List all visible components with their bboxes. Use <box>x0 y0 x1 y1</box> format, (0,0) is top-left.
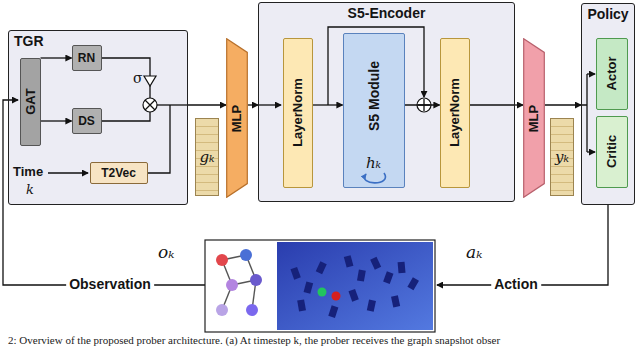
gate-wire <box>149 86 150 98</box>
block-label: MLP <box>527 104 542 131</box>
flow-label: Observation <box>66 276 154 293</box>
ds-block: DS <box>72 108 102 134</box>
scene-object <box>367 299 376 311</box>
output-wire <box>157 104 188 105</box>
scene-object <box>370 257 381 270</box>
block-label: LayerNorm <box>290 78 305 147</box>
scene-object <box>297 299 306 311</box>
feature-vector: yₖ <box>550 118 574 196</box>
flow-arrow <box>545 104 581 105</box>
graph-node <box>216 304 228 316</box>
gate-triangle <box>144 76 156 86</box>
layernorm-block: LayerNorm <box>283 38 313 188</box>
input-wire <box>258 104 281 105</box>
graph-node <box>226 279 238 291</box>
group-fill <box>258 2 515 202</box>
flow-arrow <box>188 104 226 105</box>
group-fill <box>8 30 188 205</box>
scene-object <box>407 277 419 290</box>
figure-caption: 2: Overview of the proposed prober archi… <box>8 334 500 346</box>
actor-head: Actor <box>596 38 628 110</box>
action-arrow <box>437 205 608 285</box>
feature-vector: gₖ <box>195 118 219 196</box>
flow-label: Action <box>491 276 541 293</box>
multiply-symbol <box>143 98 157 112</box>
block-label: Critic <box>604 135 619 168</box>
block-label: MLP <box>230 104 245 131</box>
environment-figure <box>205 240 435 332</box>
environment-frame <box>205 240 435 332</box>
block-label: LayerNorm <box>447 78 462 147</box>
group-title: Policy <box>587 6 629 22</box>
scene-object <box>344 255 354 267</box>
vector-symbol: yₖ <box>555 148 569 166</box>
time-index: k <box>26 182 34 198</box>
scene-object <box>348 289 358 302</box>
group-fills <box>8 2 635 205</box>
scene-object <box>328 305 338 318</box>
block-label: Actor <box>604 57 619 91</box>
vector-symbol: gₖ <box>199 148 214 166</box>
trapezoid-shape <box>227 39 248 198</box>
rn-block: RN <box>72 45 102 71</box>
encoder-group: S5-EncoderLayerNorm S5 Module hₖ LayerNorm <box>258 2 515 202</box>
scene-object <box>316 261 327 274</box>
policy-fork <box>587 151 595 152</box>
multiply-symbol <box>145 100 155 110</box>
s5-module: S5 Module hₖ <box>343 33 405 188</box>
mlp-layer: MLP <box>226 38 248 198</box>
scene-objects <box>290 255 418 318</box>
scene-object <box>383 271 393 284</box>
block-label: DS <box>78 114 95 128</box>
gate-wire <box>102 112 150 121</box>
group-title: S5-Encoder <box>264 5 509 21</box>
recurrence-loop <box>344 171 406 186</box>
graph-node <box>246 304 258 316</box>
signal-name: oₖ <box>158 242 174 262</box>
mlp-layer: MLP <box>523 38 545 198</box>
scene-object <box>290 267 300 280</box>
time-arrow <box>48 172 88 173</box>
block-label: S5 Module <box>366 61 382 131</box>
time-encoder: T2Vec <box>90 162 148 184</box>
state-symbol: hₖ <box>344 154 404 172</box>
graph-node <box>240 249 252 261</box>
flow-arrow <box>41 120 72 121</box>
recurrence-loop <box>364 173 385 183</box>
flow-arrow <box>248 104 258 105</box>
policy-fork <box>587 73 595 74</box>
graph-node <box>216 254 228 266</box>
graph-node <box>250 274 262 286</box>
input-label: Time <box>13 164 43 180</box>
trapezoid-shape <box>524 39 545 198</box>
critic-head: Critic <box>596 116 628 188</box>
scene-image <box>277 242 433 330</box>
policy-group: PolicyActorCritic <box>581 3 635 205</box>
flow-arrow <box>515 104 523 105</box>
gate-symbol: σ <box>133 70 143 87</box>
block-label: RN <box>78 51 95 65</box>
time-wire <box>148 105 170 173</box>
block-label: T2Vec <box>101 166 136 180</box>
flow-arrow <box>41 57 72 58</box>
gat-layer: GAT <box>20 58 41 146</box>
flow-arrow <box>313 104 343 105</box>
output-wire <box>470 104 515 105</box>
block-label: GAT <box>23 88 38 114</box>
target-marker <box>332 292 341 301</box>
flow-arrow <box>405 104 440 105</box>
scene-object <box>398 262 406 274</box>
group-title: TGR <box>14 33 182 49</box>
scene-object <box>304 281 314 293</box>
scene-object <box>391 295 400 307</box>
scene-object <box>357 270 366 282</box>
gate-wire <box>102 58 150 76</box>
layernorm-block: LayerNorm <box>440 38 470 188</box>
signal-name: aₖ <box>466 242 482 262</box>
group-fill <box>581 3 635 205</box>
agent-marker <box>318 288 327 297</box>
